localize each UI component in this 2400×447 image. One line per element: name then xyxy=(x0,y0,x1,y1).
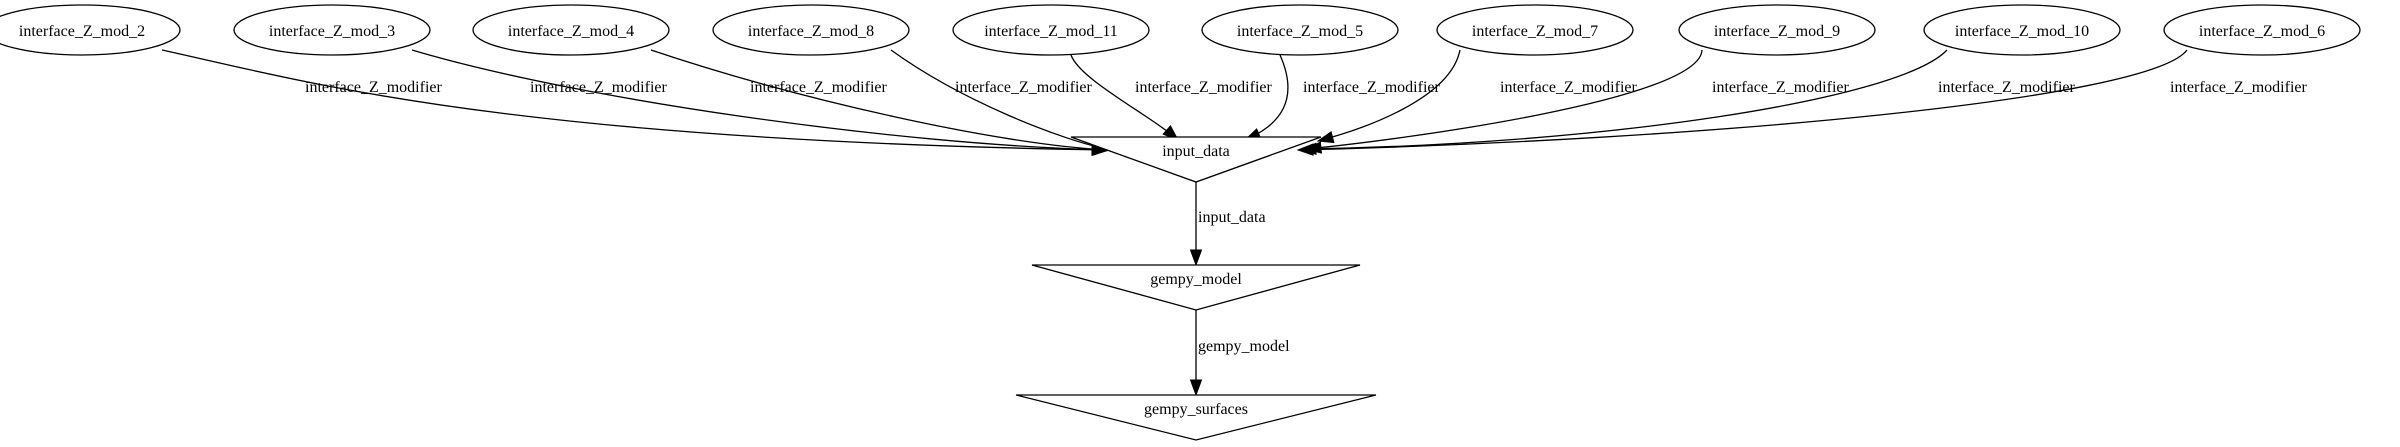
node-input-data-label: input_data xyxy=(1162,143,1230,160)
node-label-3: interface_Z_mod_4 xyxy=(508,23,634,40)
node-input-data-shape xyxy=(1070,136,1322,183)
edge-label-5: interface_Z_modifier xyxy=(1135,79,1272,96)
edge-10-arrowhead xyxy=(1296,143,1314,156)
edge-1-to-input-data xyxy=(161,49,1108,151)
edge-8-to-input-data xyxy=(1305,49,1703,150)
node-label-7: interface_Z_mod_7 xyxy=(1472,23,1598,40)
edge-label-8: interface_Z_modifier xyxy=(1712,79,1849,96)
edge-3-to-input-data xyxy=(650,49,1110,151)
node-ellipse-2 xyxy=(233,4,431,56)
edge-label-7: interface_Z_modifier xyxy=(1500,79,1637,96)
node-gempy-surfaces-shape xyxy=(1015,394,1377,441)
node-label-5: interface_Z_mod_11 xyxy=(984,23,1118,40)
edge-label-model-to-surfaces: gempy_model xyxy=(1198,338,1290,355)
edge-label-3: interface_Z_modifier xyxy=(750,79,887,96)
node-ellipse-7 xyxy=(1436,4,1634,56)
edge-label-6: interface_Z_modifier xyxy=(1303,79,1440,96)
node-label-2: interface_Z_mod_3 xyxy=(269,23,395,40)
node-label-6: interface_Z_mod_5 xyxy=(1237,23,1363,40)
edge-2-to-input-data xyxy=(411,49,1109,151)
node-ellipse-8 xyxy=(1678,4,1876,56)
edge-label-4: interface_Z_modifier xyxy=(955,79,1092,96)
node-ellipse-9 xyxy=(1923,4,2121,56)
node-label-1: interface_Z_mod_2 xyxy=(19,23,145,40)
node-label-4: interface_Z_mod_8 xyxy=(748,23,874,40)
edge-10-to-input-data xyxy=(1297,49,2188,151)
node-ellipse-1 xyxy=(0,4,181,56)
node-ellipse-4 xyxy=(712,4,910,56)
edge-7-arrowhead xyxy=(1316,131,1335,144)
node-label-10: interface_Z_mod_6 xyxy=(2199,23,2325,40)
node-gempy-model-shape xyxy=(1031,264,1361,311)
edge-model-to-surfaces-arrowhead xyxy=(1189,379,1203,397)
node-label-8: interface_Z_mod_9 xyxy=(1714,23,1840,40)
edge-label-input-to-model: input_data xyxy=(1198,209,1266,226)
edge-6-to-input-data xyxy=(1244,54,1289,141)
edge-label-1: interface_Z_modifier xyxy=(305,79,442,96)
edge-7-to-input-data xyxy=(1317,49,1461,142)
edge-input-to-model-arrowhead xyxy=(1189,249,1203,267)
edge-label-9: interface_Z_modifier xyxy=(1938,79,2075,96)
node-gempy-surfaces-label: gempy_surfaces xyxy=(1144,401,1248,418)
node-ellipse-5 xyxy=(952,4,1150,56)
node-ellipse-6 xyxy=(1201,4,1399,56)
edge-4-to-input-data xyxy=(890,49,1112,151)
node-ellipse-10 xyxy=(2163,4,2361,56)
edge-label-2: interface_Z_modifier xyxy=(530,79,667,96)
node-label-9: interface_Z_mod_10 xyxy=(1955,23,2089,40)
node-gempy-model-label: gempy_model xyxy=(1150,271,1242,288)
edge-9-to-input-data xyxy=(1300,49,1948,150)
edges-layer: interface_Z_modifier interface_Z_modifier… xyxy=(161,49,2307,397)
edge-5-to-input-data xyxy=(1070,54,1179,141)
edge-label-10: interface_Z_modifier xyxy=(2170,79,2307,96)
node-ellipse-3 xyxy=(472,4,670,56)
